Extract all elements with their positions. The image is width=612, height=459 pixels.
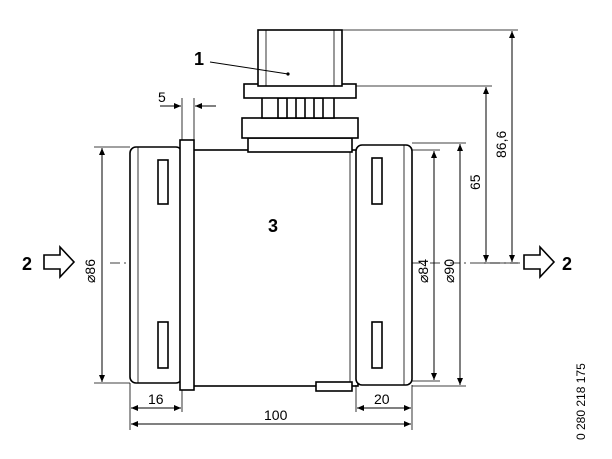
label-connector: 1	[194, 49, 204, 69]
dim-text-65: 65	[467, 174, 483, 190]
label-flow-out: 2	[562, 254, 572, 274]
dim-text-100: 100	[264, 407, 288, 423]
leader-1	[209, 61, 289, 75]
label-body: 3	[268, 216, 278, 236]
dim-text-86-6: 86,6	[493, 131, 509, 158]
flow-arrow-out-icon	[523, 244, 556, 280]
dim-text-20: 20	[374, 391, 390, 407]
part-number: 0 280 218 175	[574, 363, 588, 440]
dim-text-84: ⌀84	[415, 259, 431, 283]
dim-text-5: 5	[158, 89, 166, 105]
dim-text-90: ⌀90	[441, 259, 457, 283]
dim-text-86: ⌀86	[82, 259, 98, 283]
label-flow-in: 2	[22, 254, 32, 274]
flow-arrow-in-icon	[43, 244, 76, 280]
dim-text-16: 16	[148, 391, 164, 407]
connector	[241, 29, 359, 153]
leader-dot-1	[286, 72, 290, 76]
meter-body	[129, 139, 413, 392]
